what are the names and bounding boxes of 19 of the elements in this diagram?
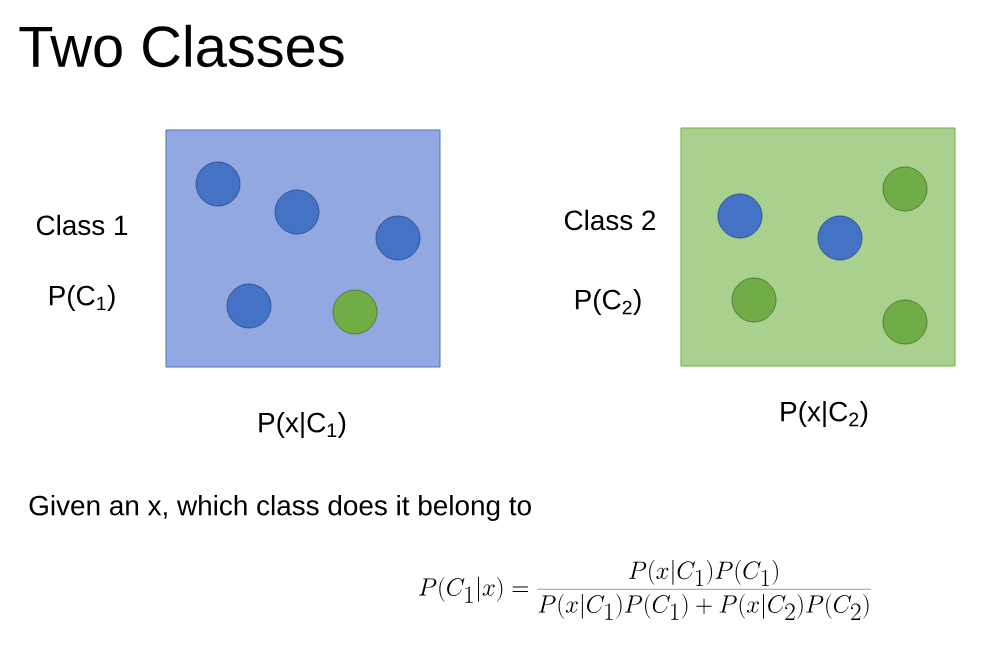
question-text: Given an x, which class does it belong to xyxy=(29,495,531,521)
class-label: Class 1 xyxy=(36,214,128,236)
data-point xyxy=(375,215,421,261)
data-point xyxy=(195,161,241,207)
class-label: P(x|C$_{1}$) xyxy=(259,411,346,439)
data-point xyxy=(332,289,378,335)
title: Two Classes xyxy=(19,24,344,68)
formula: $P(C_1|x) = \frac{P(x|C_1)P(C_1)}{P(x|C_1)P(C_1)+P(x|C_2)P(C_2)}$ xyxy=(419,560,871,620)
data-point xyxy=(226,283,272,329)
data-point xyxy=(882,299,928,345)
data-point xyxy=(717,193,763,239)
class-label: P(C$_{1}$) xyxy=(49,285,115,311)
data-point xyxy=(731,277,777,323)
class-label: P(C$_{2}$) xyxy=(575,289,641,315)
data-point xyxy=(882,166,928,212)
class-label: P(x|C$_{2}$) xyxy=(781,400,868,428)
data-point xyxy=(274,189,320,235)
class-label: Class 2 xyxy=(564,209,656,231)
data-point xyxy=(817,215,863,261)
